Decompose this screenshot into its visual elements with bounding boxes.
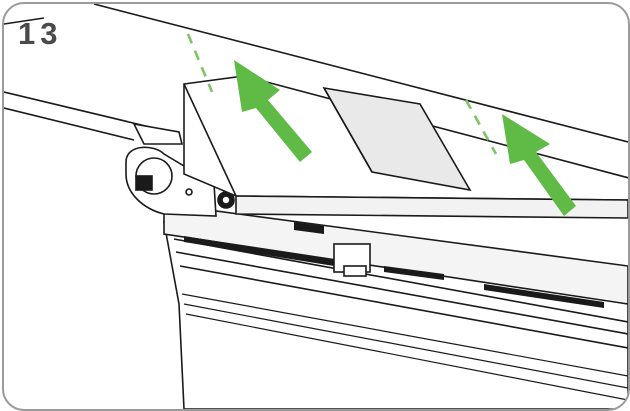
headrail	[163, 203, 628, 409]
slat-bands	[184, 222, 604, 308]
lift-up-arrow-icon	[234, 60, 312, 162]
assembly-illustration	[4, 4, 628, 409]
center-clip	[333, 243, 371, 277]
ceiling-lines	[4, 4, 628, 143]
step-number: 13	[18, 16, 63, 51]
mounting-block	[183, 75, 628, 219]
lift-up-arrow-icon	[502, 114, 576, 216]
end-bracket	[125, 122, 235, 217]
lift-arrows	[234, 60, 576, 216]
